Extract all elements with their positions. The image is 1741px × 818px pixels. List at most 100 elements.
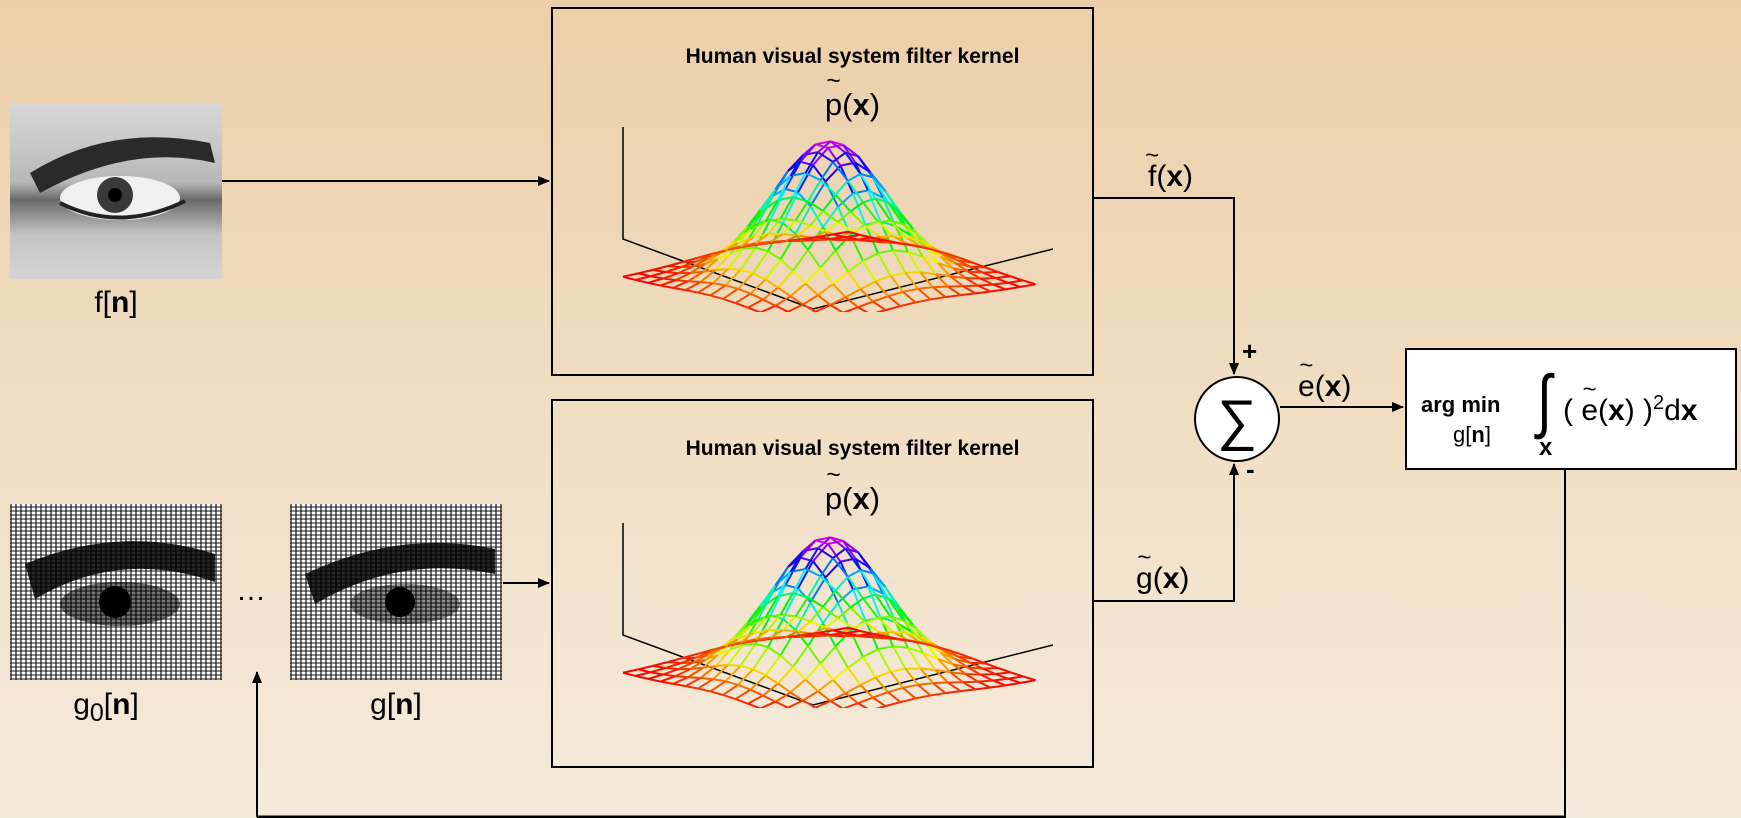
halftone-image-g0 <box>10 504 222 680</box>
mesh-line <box>695 257 709 263</box>
mesh-line <box>727 641 741 647</box>
mesh-line <box>985 266 999 273</box>
mesh-line <box>1022 675 1036 682</box>
mesh-line <box>812 147 829 166</box>
mesh-line <box>777 571 792 597</box>
mesh-line <box>724 665 742 682</box>
mesh-line <box>787 699 804 708</box>
mesh-line <box>889 275 904 293</box>
mesh-line <box>809 210 824 227</box>
iteration-ellipsis: … <box>236 574 268 607</box>
mesh-line <box>789 295 804 306</box>
mesh-line <box>992 679 1006 687</box>
filter-title: Human visual system filter kernel <box>685 45 1020 68</box>
mesh-line <box>815 539 829 545</box>
mesh-line <box>917 682 934 686</box>
mesh-line <box>675 675 689 679</box>
mesh-line <box>917 286 934 290</box>
mesh-line <box>847 626 861 632</box>
mesh-line <box>829 304 844 312</box>
mesh-line <box>752 221 767 238</box>
mesh-line <box>860 629 874 635</box>
mesh-line <box>975 686 991 691</box>
mesh-line <box>845 632 859 637</box>
mesh-line <box>860 280 876 290</box>
mesh-line <box>830 692 846 702</box>
mesh-line <box>837 617 854 629</box>
mesh-line <box>857 238 871 243</box>
mesh-line <box>890 667 906 673</box>
mesh-line <box>675 272 691 282</box>
eye-picture-g0 <box>25 541 215 626</box>
eye-picture-g <box>305 542 495 624</box>
mesh-line <box>722 693 736 701</box>
mesh-line <box>910 640 924 645</box>
mesh-line <box>622 275 636 281</box>
mesh-line <box>862 201 879 223</box>
mesh-line <box>962 681 976 691</box>
caption-g: g[n] <box>370 688 422 721</box>
mesh-line <box>897 607 912 632</box>
mesh-line <box>847 180 864 204</box>
mesh-line <box>915 694 931 700</box>
plus-sign: + <box>1242 336 1258 366</box>
mesh-line <box>832 547 847 559</box>
mesh-line <box>812 560 827 579</box>
mesh-line <box>819 161 834 181</box>
mesh-line <box>917 288 932 301</box>
mesh-line <box>787 303 804 312</box>
mesh-line <box>697 651 711 655</box>
mesh-line <box>954 658 969 669</box>
mesh-line <box>804 547 819 570</box>
mesh-line <box>794 601 812 631</box>
mesh-line <box>767 222 784 252</box>
mesh-line <box>809 606 824 623</box>
mesh-line <box>662 668 679 676</box>
mesh-line <box>947 285 962 296</box>
mesh-line <box>815 140 831 146</box>
mesh-line <box>810 620 826 629</box>
mesh-line <box>1005 285 1021 291</box>
mesh-line <box>792 196 809 203</box>
mesh-line <box>767 218 782 235</box>
mesh-line <box>1020 283 1036 288</box>
mesh-line <box>804 282 819 296</box>
mesh-line <box>764 258 782 281</box>
mesh-line <box>769 233 784 243</box>
mesh-line <box>690 666 704 671</box>
mesh-line <box>830 634 844 638</box>
mesh-line <box>712 282 726 287</box>
mesh-line <box>747 694 764 705</box>
mesh-line <box>872 176 887 192</box>
mesh-line <box>922 651 939 660</box>
mesh-line <box>650 671 664 676</box>
mesh-line <box>957 655 971 664</box>
mesh-line <box>672 286 686 292</box>
mesh-line <box>900 697 916 704</box>
mesh-line <box>857 634 871 639</box>
mesh-line <box>819 663 834 681</box>
mesh-line <box>880 234 894 239</box>
mesh-line <box>802 238 816 242</box>
mesh-line <box>937 658 952 673</box>
mesh-line <box>837 602 852 632</box>
eye-picture-f <box>30 137 215 220</box>
mesh-line <box>780 217 796 222</box>
mesh-line <box>767 250 782 261</box>
mesh-line <box>945 690 961 695</box>
mesh-line <box>819 179 837 196</box>
mesh-line <box>889 219 907 238</box>
wire-gtilde-to-sum <box>1094 463 1239 602</box>
mesh-line <box>737 228 752 244</box>
mesh-line <box>885 239 899 244</box>
mesh-line <box>672 676 689 685</box>
mesh-line <box>960 688 976 693</box>
mesh-line <box>1010 275 1024 282</box>
mesh-line <box>905 235 919 242</box>
mesh-line <box>877 252 892 277</box>
mesh-line <box>780 613 796 618</box>
mesh-line <box>834 645 849 669</box>
mesh-line <box>857 696 874 705</box>
mesh-line <box>942 649 957 661</box>
